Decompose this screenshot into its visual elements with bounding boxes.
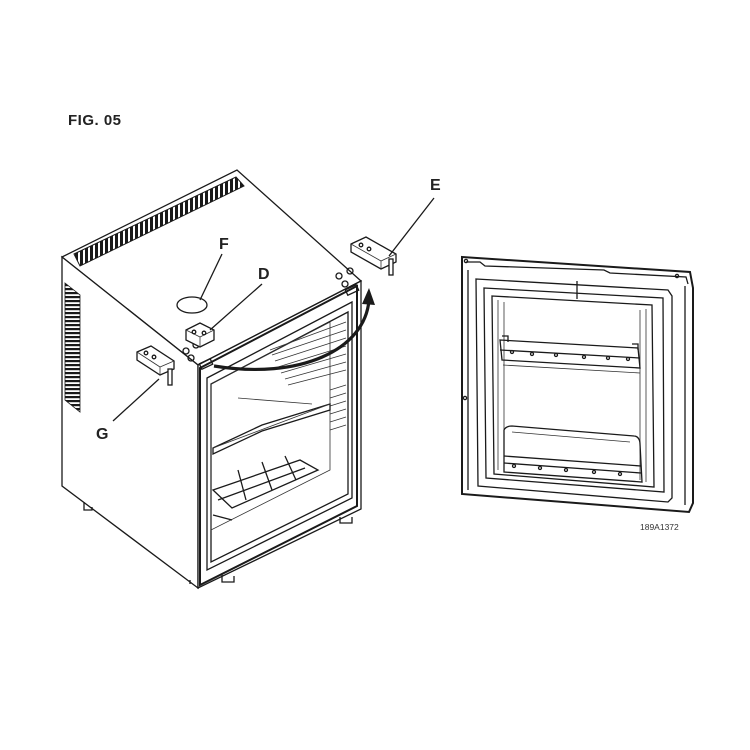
hole — [182, 347, 190, 355]
leader-e — [388, 197, 435, 257]
part-d-hinge-cover — [185, 322, 215, 348]
leader-lines — [112, 197, 435, 422]
door-top-edge — [466, 261, 689, 285]
corner-tab-right — [344, 283, 360, 297]
side-vent-grille — [64, 282, 81, 413]
fridge-cabinet — [60, 169, 363, 590]
corner-tab-left — [198, 357, 214, 371]
top-vent-grille — [73, 176, 245, 267]
door-inside-view — [461, 255, 694, 514]
door-frame-inner — [206, 300, 353, 572]
hole — [187, 354, 195, 362]
part-f-cap — [176, 296, 208, 314]
door-outer — [461, 255, 694, 514]
foot-left — [83, 502, 93, 511]
label-f: F — [219, 236, 229, 253]
drawing-code: 189A1372 — [640, 522, 679, 532]
part-g-hinge — [136, 345, 175, 386]
leader-g — [112, 378, 160, 422]
leader-f — [199, 253, 223, 301]
door-frame-outer — [199, 284, 358, 587]
label-d: D — [258, 266, 270, 283]
gasket-inner — [483, 287, 665, 493]
wire-shelf — [211, 455, 320, 521]
interior-rails — [269, 321, 347, 431]
hinge-pin — [388, 258, 394, 276]
hinge-pin — [167, 368, 173, 386]
foot-front-right — [339, 517, 353, 524]
hole — [341, 280, 349, 288]
part-e-hinge — [350, 236, 397, 276]
hole — [346, 267, 354, 275]
door-liner — [491, 295, 655, 488]
swap-arrow — [213, 288, 375, 371]
foot-front-left — [221, 574, 235, 583]
label-g: G — [96, 426, 108, 443]
glass-shelf — [212, 403, 331, 456]
leader-d — [209, 283, 263, 331]
gasket-outer — [475, 278, 673, 503]
door-shelf-lower — [503, 425, 643, 483]
door-shelf-upper — [499, 335, 641, 374]
figure-title: FIG. 05 — [68, 112, 122, 129]
label-e: E — [430, 177, 441, 194]
hole — [335, 272, 343, 280]
